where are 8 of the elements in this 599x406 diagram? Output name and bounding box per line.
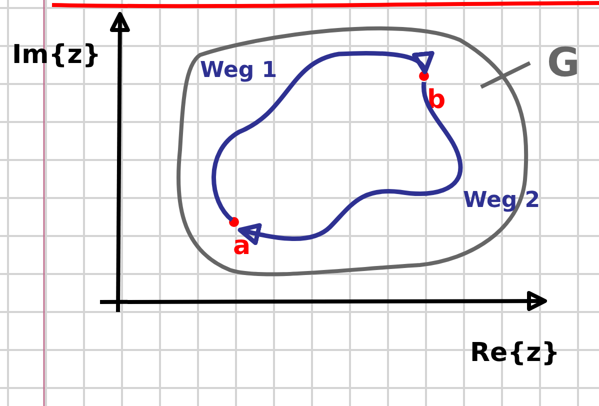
region-label: G [547,43,580,83]
axis-label: Re{z} [470,338,560,368]
point-label: b [427,87,446,113]
path-arrow [212,50,433,222]
edge-label: Weg 1 [200,58,278,83]
path-arrow [238,82,463,246]
edge-label: Weg 2 [463,188,540,213]
point-label: a [233,233,251,259]
